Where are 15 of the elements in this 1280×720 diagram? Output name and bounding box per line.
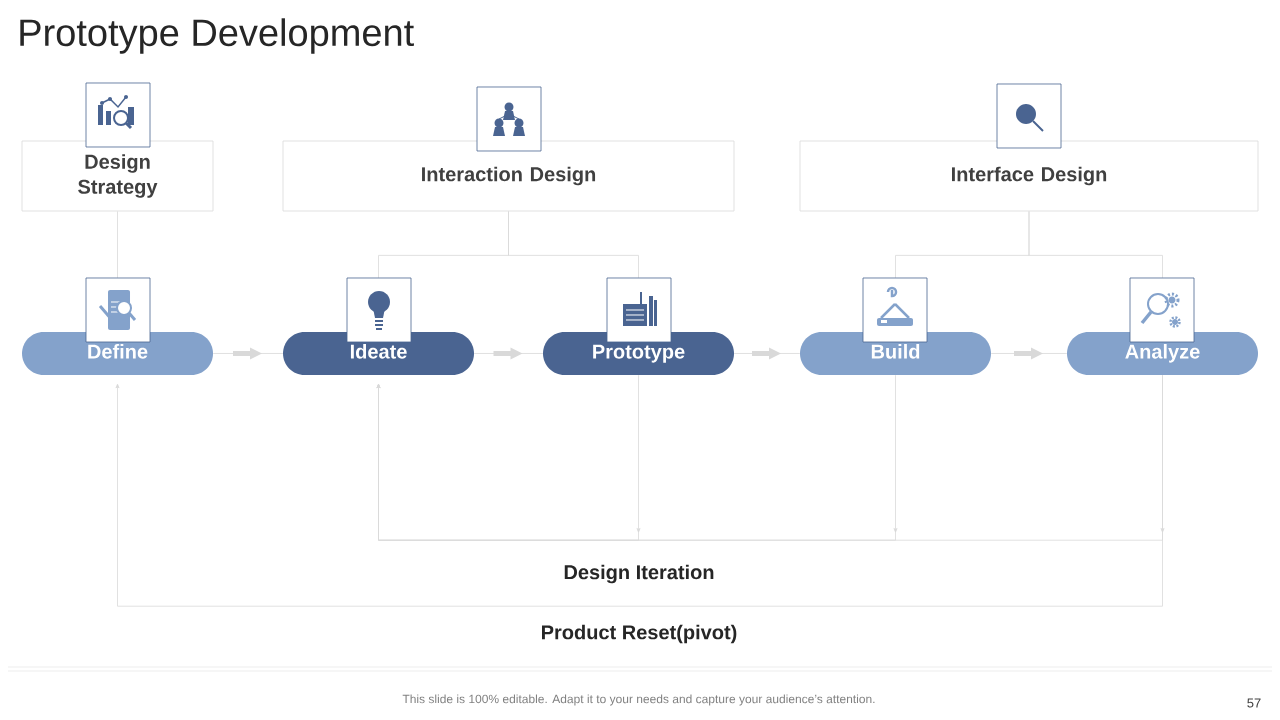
arrow <box>733 347 801 360</box>
loop-label: Product Reset(pivot) <box>542 624 737 644</box>
title: Prototype Development <box>20 18 414 54</box>
arrow <box>473 347 544 360</box>
step-pill: Analyze <box>1067 332 1258 375</box>
arrow <box>212 347 284 360</box>
step-pill: Define <box>22 332 213 375</box>
page-number: 57 <box>1247 698 1261 708</box>
arrow <box>115 374 1163 607</box>
step-pill: Build <box>800 332 991 375</box>
step-pill: Ideate <box>283 332 474 375</box>
footer-note: This slide is 100% editable. Adapt it to your needs and capture your audience’s attention. <box>402 694 875 706</box>
loop-label: Design Iteration <box>564 564 714 584</box>
arrow <box>990 347 1068 360</box>
step-pill: Prototype <box>543 332 734 375</box>
